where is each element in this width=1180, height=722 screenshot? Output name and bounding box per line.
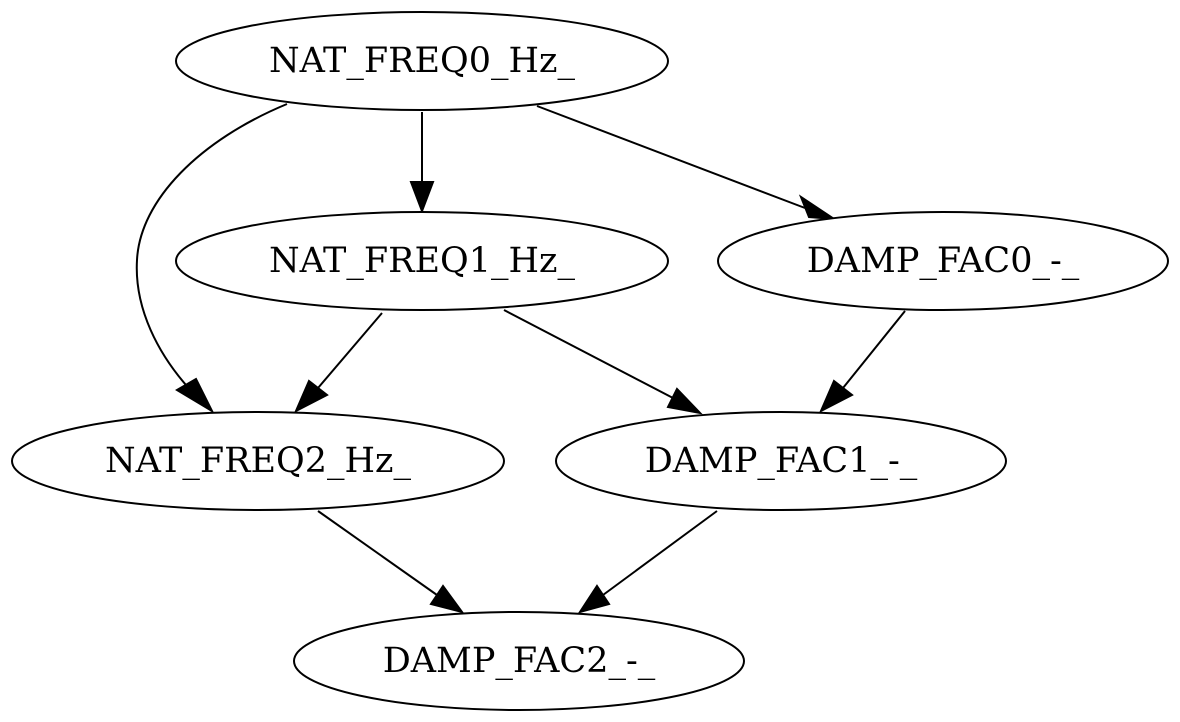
node-damp-fac0: DAMP_FAC0_-_ bbox=[717, 211, 1169, 311]
edge-nat-freq0-to-damp-fac0 bbox=[536, 105, 838, 221]
edge-nat-freq2-to-damp-fac2 bbox=[317, 510, 465, 614]
node-label-nat-freq0: NAT_FREQ0_Hz_ bbox=[269, 41, 575, 81]
node-label-damp-fac1: DAMP_FAC1_-_ bbox=[645, 441, 918, 481]
edge-nat-freq0-to-nat-freq2 bbox=[135, 103, 288, 414]
node-damp-fac1: DAMP_FAC1_-_ bbox=[555, 411, 1007, 511]
edge-nat-freq1-to-nat-freq2 bbox=[293, 312, 383, 414]
node-label-damp-fac0: DAMP_FAC0_-_ bbox=[807, 241, 1080, 281]
node-nat-freq0: NAT_FREQ0_Hz_ bbox=[175, 11, 669, 111]
edge-damp-fac1-to-damp-fac2 bbox=[577, 510, 718, 614]
edge-damp-fac0-to-damp-fac1 bbox=[818, 310, 906, 414]
node-label-nat-freq1: NAT_FREQ1_Hz_ bbox=[269, 241, 575, 281]
edge-nat-freq0-to-nat-freq1 bbox=[409, 112, 435, 214]
node-label-damp-fac2: DAMP_FAC2_-_ bbox=[383, 641, 656, 681]
node-label-nat-freq2: NAT_FREQ2_Hz_ bbox=[105, 441, 411, 481]
node-nat-freq2: NAT_FREQ2_Hz_ bbox=[11, 411, 505, 511]
node-damp-fac2: DAMP_FAC2_-_ bbox=[293, 611, 745, 711]
node-nat-freq1: NAT_FREQ1_Hz_ bbox=[175, 211, 669, 311]
edges bbox=[135, 103, 906, 614]
edge-nat-freq1-to-damp-fac1 bbox=[503, 309, 703, 415]
